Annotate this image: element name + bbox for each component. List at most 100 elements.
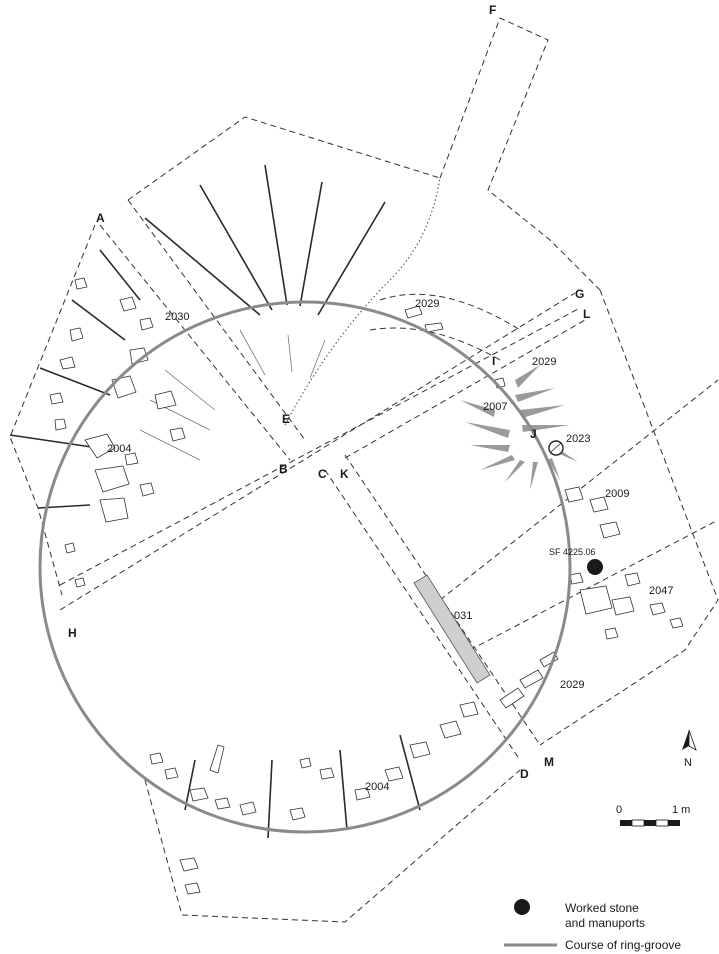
north-label: N — [684, 757, 692, 769]
stone — [69, 327, 84, 342]
stone — [74, 577, 86, 588]
context-label-2004-west: 2004 — [107, 443, 131, 455]
legend-worked-stone-label-1: Worked stone — [565, 901, 639, 915]
radial-line — [267, 759, 273, 839]
section-line-c-d — [324, 469, 521, 761]
stone — [94, 465, 130, 493]
section-label-d: D — [520, 767, 529, 781]
section-line-k-l — [344, 319, 586, 459]
radial-line-inner — [309, 339, 326, 379]
feature-031 — [413, 574, 491, 684]
small-find-label: SF 4225.06 — [549, 547, 596, 557]
section-line-a-b-parallel — [127, 199, 306, 441]
stone — [604, 627, 619, 640]
stone-wedges-2007 — [460, 365, 578, 490]
stone — [139, 482, 155, 497]
stone — [439, 720, 462, 739]
trench-south-boundary — [144, 769, 521, 923]
north-arrow-half — [688, 729, 697, 751]
wedge — [530, 462, 538, 490]
radial-line — [399, 734, 421, 811]
section-label-f: F — [489, 3, 496, 17]
radial-lines-north — [144, 164, 386, 379]
radial-line-inner — [139, 429, 201, 461]
stone — [384, 766, 404, 782]
stone — [209, 744, 225, 774]
scale-segment — [644, 820, 656, 826]
radial-line-inner — [164, 369, 216, 411]
scale-segment — [668, 820, 680, 826]
section-line-east-2 — [469, 519, 719, 651]
stone — [299, 757, 312, 769]
stone — [99, 497, 129, 523]
radial-line — [184, 759, 196, 811]
context-label-2047: 2047 — [649, 585, 673, 597]
radial-line — [317, 201, 386, 316]
scale-segment — [631, 819, 645, 827]
wedge — [470, 445, 510, 452]
ring-groove — [38, 300, 572, 834]
stone — [599, 521, 621, 539]
stone — [64, 542, 76, 554]
section-label-b: B — [279, 462, 288, 476]
context-label-2029-ne: 2029 — [532, 356, 556, 368]
context-label-2023: 2023 — [566, 433, 590, 445]
wedge — [465, 422, 510, 438]
stone — [589, 496, 609, 513]
feature-2023-hatch — [550, 442, 562, 453]
scale-segment — [620, 820, 632, 826]
stone — [139, 317, 154, 331]
wedge — [520, 405, 565, 418]
stone — [84, 433, 116, 459]
stone-rubble — [49, 277, 684, 895]
section-label-l: L — [583, 307, 590, 321]
context-label-2007: 2007 — [483, 401, 507, 413]
stone — [164, 767, 179, 780]
context-label-2029-north: 2029 — [415, 298, 439, 310]
scale-bar: 0 1 m — [616, 804, 690, 827]
stone — [189, 787, 209, 802]
context-label-2009: 2009 — [605, 488, 629, 500]
stone — [289, 807, 306, 821]
worked-stone-sf — [587, 559, 603, 575]
stone — [124, 452, 139, 466]
stone — [129, 347, 149, 365]
legend-worked-stone-icon — [514, 899, 530, 915]
arc-2029-outer — [379, 293, 521, 331]
trench-f-extension — [439, 17, 601, 291]
radial-line — [299, 181, 323, 307]
stone — [74, 277, 88, 290]
radial-line — [199, 184, 273, 311]
arc-2029-inner — [369, 327, 501, 361]
wedge — [505, 460, 525, 482]
section-line-east-1 — [439, 379, 719, 601]
radial-line — [39, 367, 111, 396]
stone — [649, 602, 666, 616]
stone — [54, 418, 67, 431]
stone — [564, 486, 584, 503]
stone — [624, 572, 641, 587]
stone — [319, 767, 335, 780]
stone — [519, 669, 544, 689]
radial-line-inner — [287, 334, 293, 373]
wedge — [522, 425, 570, 432]
radial-line — [71, 299, 126, 341]
stone — [59, 356, 76, 370]
stone — [499, 687, 525, 709]
stone — [49, 392, 64, 405]
trench-east-boundary — [539, 289, 719, 746]
legend-worked-stone-label-2: and manuports — [565, 916, 645, 930]
wedge — [515, 365, 540, 388]
stone — [149, 752, 164, 765]
radial-line — [144, 217, 261, 316]
stone — [184, 882, 201, 895]
section-label-a: A — [96, 211, 105, 225]
context-labels: 2029 2030 2029 2007 2023 2004 2009 2047 … — [107, 298, 673, 793]
section-label-c: C — [318, 467, 327, 481]
section-label-i: I — [492, 354, 495, 368]
section-label-g: G — [575, 287, 584, 301]
scale-end-label: 1 m — [672, 804, 690, 816]
stone — [354, 787, 371, 801]
stone — [119, 296, 137, 312]
